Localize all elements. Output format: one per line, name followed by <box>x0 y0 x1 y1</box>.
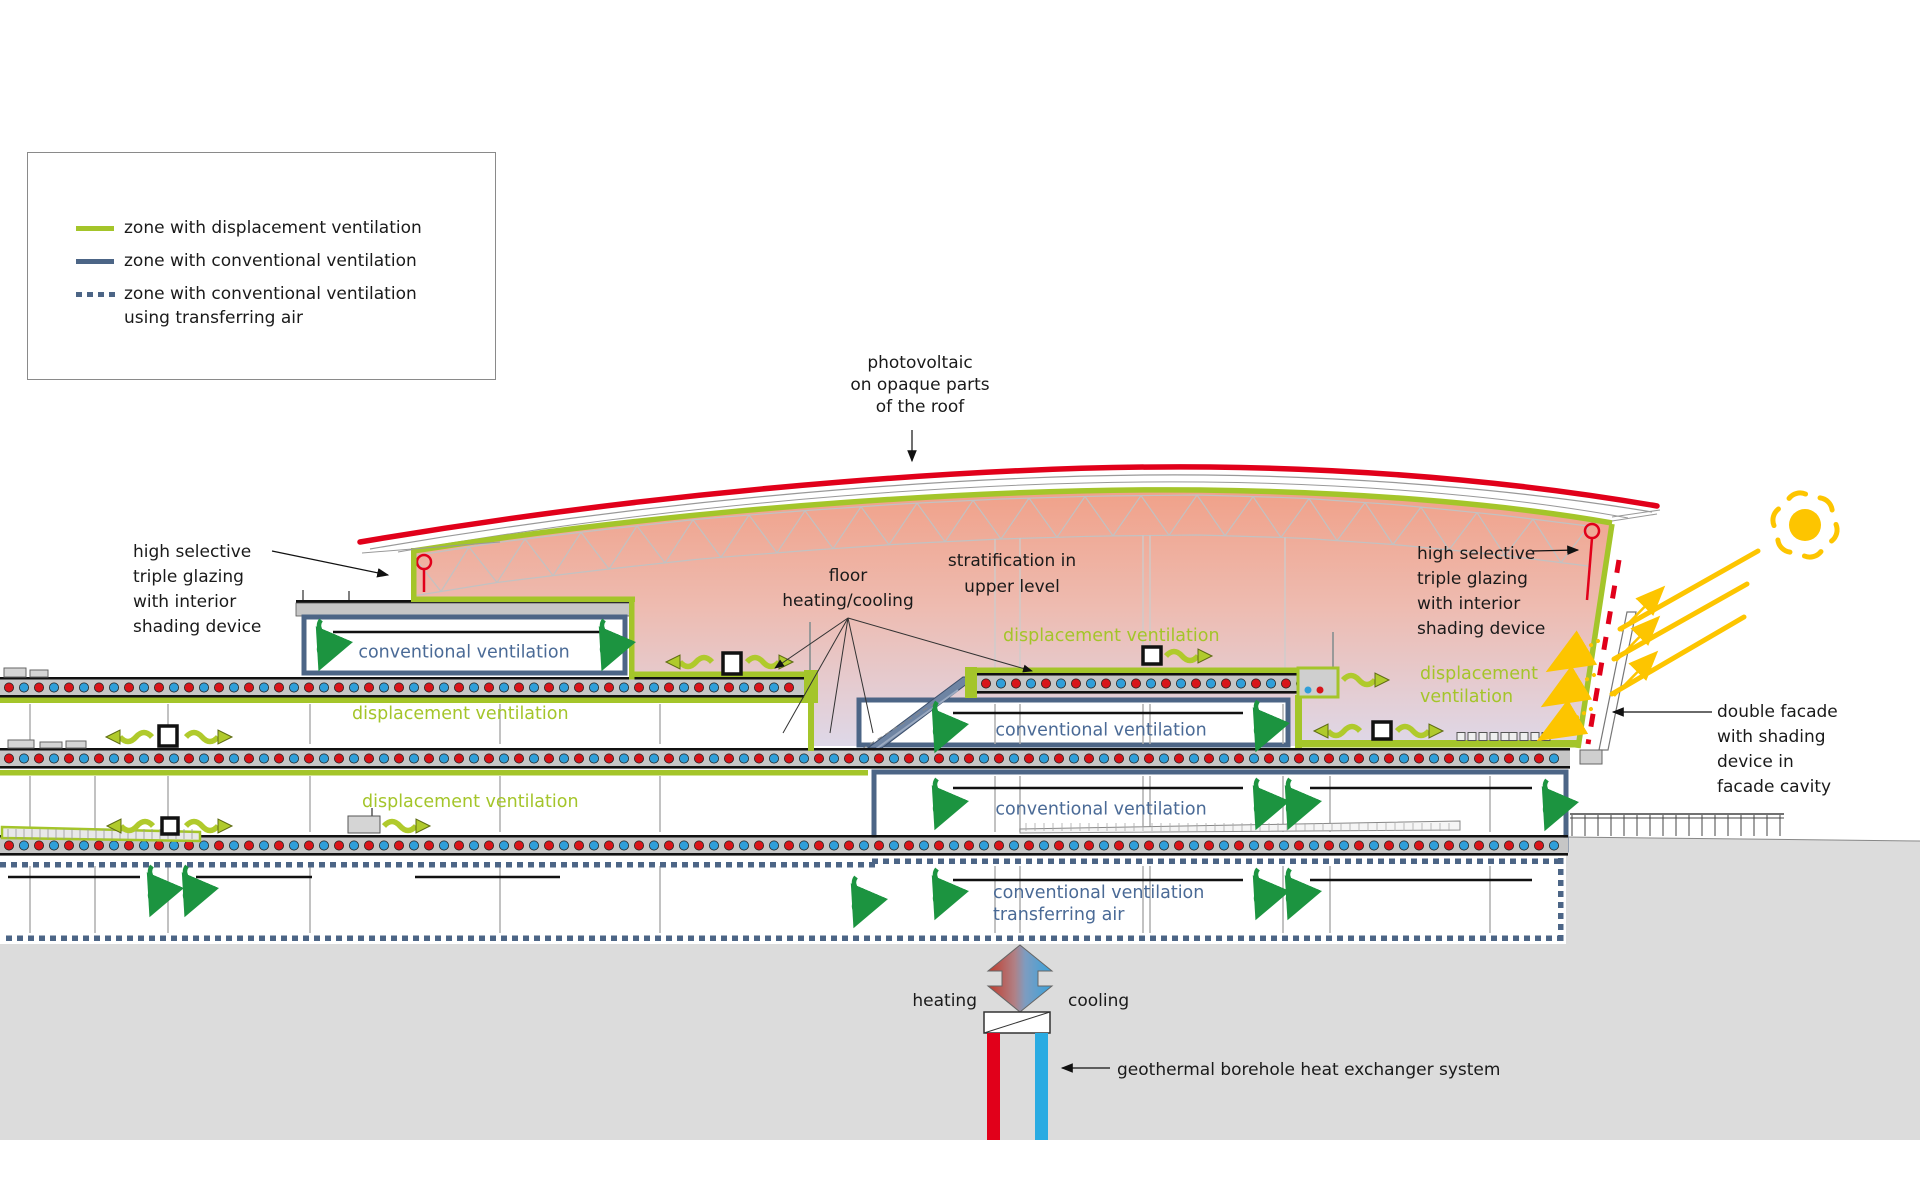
double-facade-label: double facade with shading device in fac… <box>1717 702 1838 797</box>
legend-box: zone with displacement ventilation zone … <box>27 152 496 380</box>
zone-label-displacement-right: displacement ventilation <box>1420 664 1538 707</box>
heating-label: heating <box>912 991 977 1011</box>
zone-label-conventional-mid: conventional ventilation <box>995 720 1207 741</box>
transferring-zone-swatch <box>76 292 120 297</box>
stratification-label: stratification in upper level <box>947 551 1077 597</box>
photovoltaic-label: photovoltaic on opaque parts of the roof <box>850 353 990 417</box>
floor-heating-cooling-label: floor heating/cooling <box>782 566 914 611</box>
conventional-zone-swatch <box>76 259 114 264</box>
geothermal-label: geothermal borehole heat exchanger syste… <box>1117 1060 1501 1080</box>
ground <box>0 813 1920 1140</box>
zone-label-transferring-air: conventional ventilation transferring ai… <box>993 883 1205 925</box>
zone-label-displacement-c: displacement ventilation <box>362 792 579 812</box>
displacement-zone-swatch <box>76 226 114 231</box>
legend-label: zone with conventional ventilation <box>124 251 417 271</box>
sun-icon <box>1536 490 1840 742</box>
zone-label-displacement-atrium: displacement ventilation <box>1003 626 1220 646</box>
glazing-left-label: high selective triple glazing with inter… <box>133 542 262 637</box>
glazing-right-label: high selective triple glazing with inter… <box>1417 544 1546 639</box>
zone-label-displacement-b: displacement ventilation <box>352 704 569 724</box>
annotation-leader-lines <box>271 430 1712 1073</box>
building-structure <box>0 490 1610 941</box>
zone-label-conventional-upper: conventional ventilation <box>358 642 570 663</box>
airflow-arrows <box>104 618 1579 929</box>
geothermal-system <box>983 944 1054 1140</box>
zone-label-conventional-lower: conventional ventilation <box>995 799 1207 820</box>
cooling-label: cooling <box>1068 991 1130 1011</box>
legend-label: zone with displacement ventilation <box>124 218 422 238</box>
photovoltaic-roof <box>357 464 1661 554</box>
